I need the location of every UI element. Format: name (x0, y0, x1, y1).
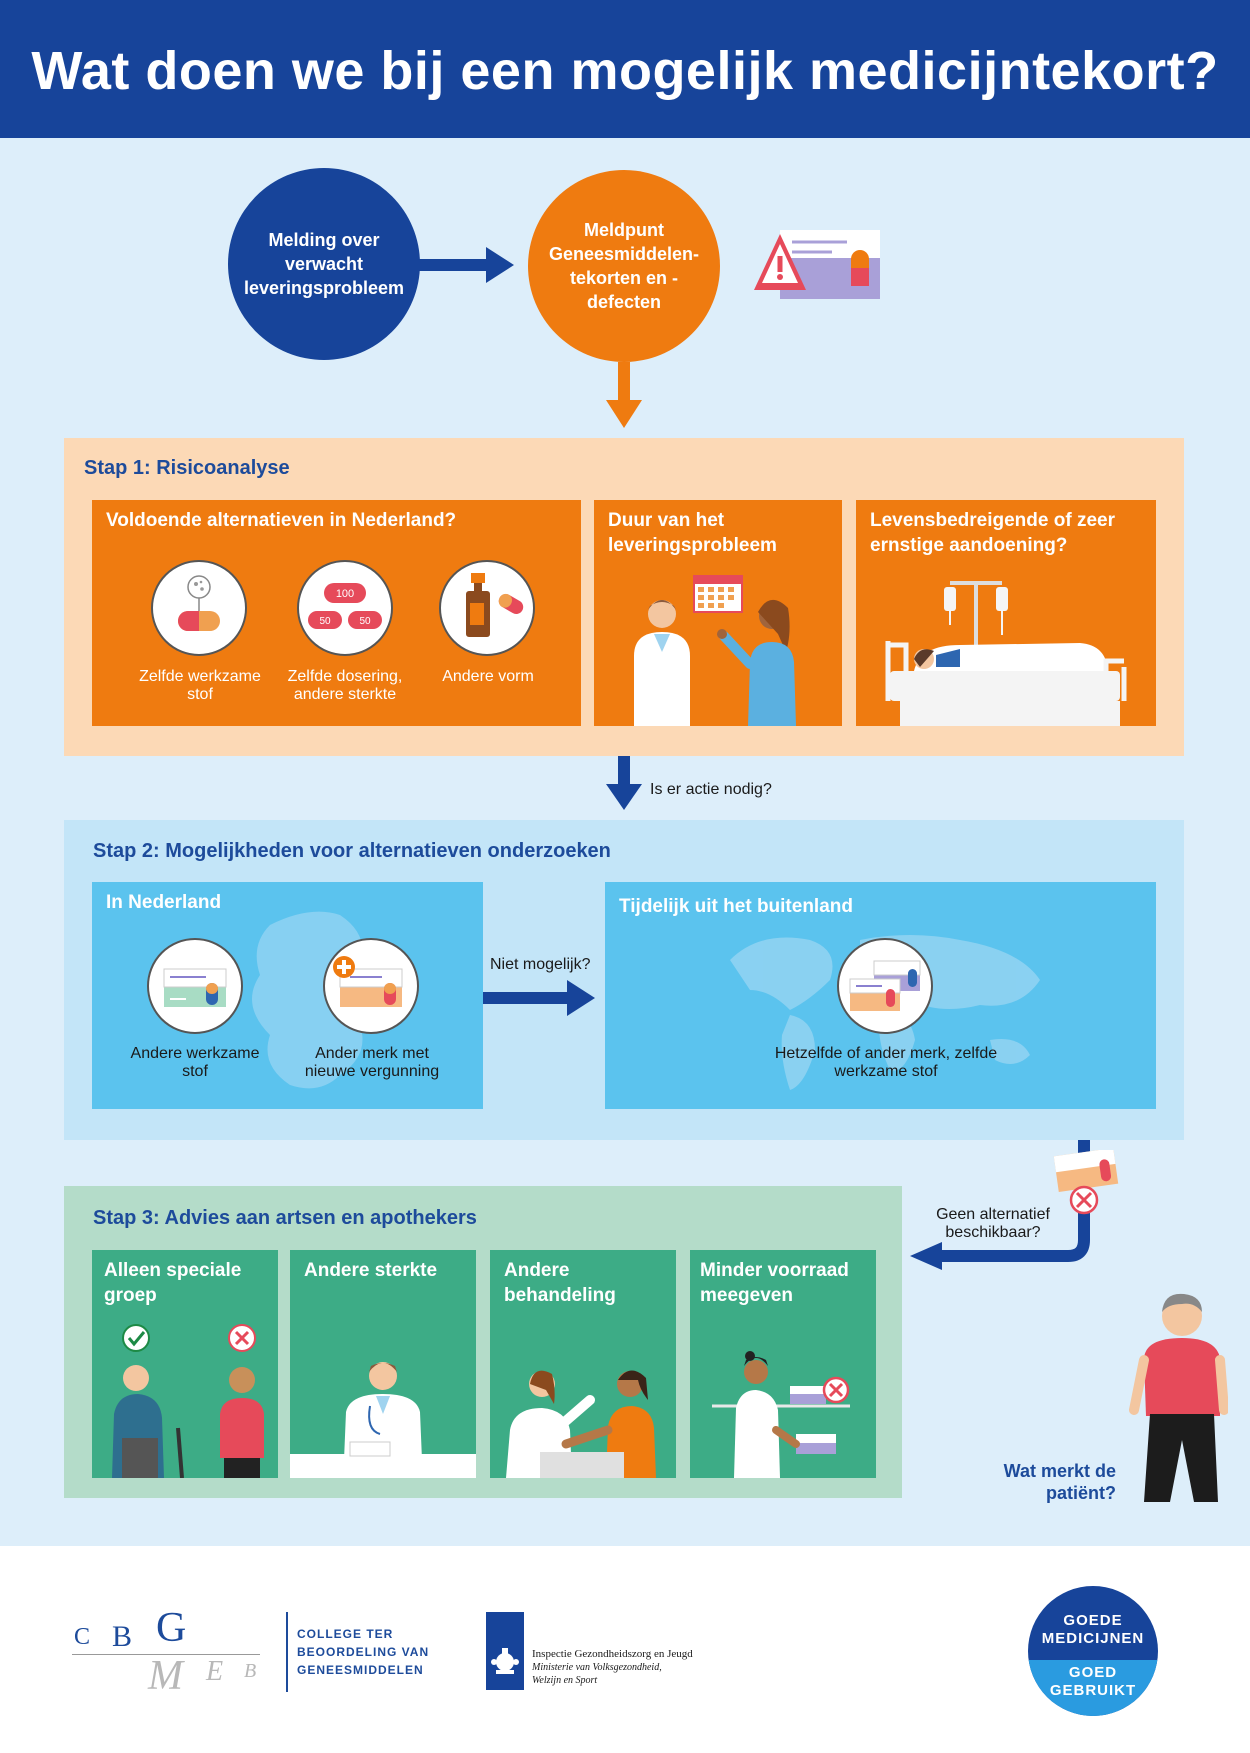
no-alternative-label: Geen alternatief beschikbaar? (936, 1206, 1050, 1241)
nurse-injection-icon (506, 1370, 656, 1478)
cbg-logo-rule (72, 1654, 260, 1655)
other-form-bottle-icon (439, 560, 535, 656)
elderly-and-young-person-icon (112, 1324, 264, 1478)
warning-medicine-card-icon (754, 230, 880, 299)
not-possible-label: Niet mogelijk? (490, 956, 591, 973)
abroad-title: Tijdelijk uit het buitenland (619, 896, 853, 917)
report-circle-text: Melding over verwacht leveringsprobleem (244, 230, 405, 298)
goede-medicijnen-badge[interactable]: GOEDE MEDICIJNEN GOED GEBRUIKT (1028, 1586, 1158, 1716)
rijksoverheid-emblem-icon (486, 1612, 524, 1690)
same-dose-label: Zelfde dosering, andere sterkte (287, 668, 403, 703)
header-bar (0, 0, 1250, 138)
other-treatment-title: Andere behandeling (504, 1260, 616, 1306)
flow-arrow-down-orange (606, 362, 642, 428)
less-stock-box (690, 1250, 876, 1478)
pill-label-50b: 50 (359, 616, 371, 627)
page-title: Wat doen we bij een mogelijk medicijntek… (31, 41, 1219, 101)
other-brand-label: Ander merk met nieuwe vergunning (304, 1045, 440, 1080)
abroad-caption: Hetzelfde of ander merk, zelfde werkzame… (774, 1045, 998, 1080)
step2-title: Stap 2: Mogelijkheden voor alternatieven… (93, 840, 611, 862)
meldpunt-circle: Meldpunt Geneesmiddelen-tekorten en -def… (528, 170, 720, 362)
cbg-divider (286, 1612, 288, 1692)
badge-line4: GEBRUIKT (1049, 1682, 1137, 1699)
same-substance-label: Zelfde werkzame stof (139, 668, 261, 703)
badge-bottom-half (1028, 1660, 1158, 1716)
severity-title: Levensbedreigende of zeer ernstige aando… (870, 510, 1115, 556)
other-brand-card-icon (323, 938, 419, 1034)
other-substance-card-icon (147, 938, 243, 1034)
badge-line1: GOEDE (1063, 1612, 1123, 1629)
duration-title: Duur van het leveringsprobleem (608, 510, 777, 556)
igj-name-line2: Ministerie van Volksgezondheid, (532, 1662, 662, 1673)
cbg-letter-g: G (156, 1605, 187, 1651)
cbg-letter-m: M (148, 1653, 183, 1699)
igj-name-line1: Inspectie Gezondheidszorg en Jeugd (532, 1648, 693, 1660)
arrow-right-abroad (483, 980, 595, 1016)
patient-question-label: Wat merkt de patiënt? (1003, 1461, 1116, 1503)
igj-name-line3: Welzijn en Sport (532, 1675, 598, 1686)
doctor-patient-calendar-icon (634, 575, 796, 726)
pill-label-100: 100 (336, 588, 354, 600)
cbg-letter-c: C (74, 1624, 91, 1650)
cbg-name-line1: COLLEGE TER (297, 1627, 394, 1641)
other-form-label: Andere vorm (442, 668, 534, 685)
flow-arrow-right (418, 247, 514, 283)
patient-figure-icon (1129, 1293, 1228, 1502)
cbg-letter-b: B (112, 1620, 133, 1653)
cbg-name-line3: GENEESMIDDELEN (297, 1663, 424, 1677)
action-needed-label: Is er actie nodig? (650, 781, 772, 798)
report-circle: Melding over verwacht leveringsprobleem (228, 168, 420, 360)
doctor-at-desk-icon (290, 1362, 476, 1478)
other-substance-label: Andere werkzame stof (130, 1045, 260, 1080)
cbg-name-line2: BEOORDELING VAN (297, 1645, 430, 1659)
cbg-letter-b2: B (244, 1660, 257, 1682)
step1-title: Stap 1: Risicoanalyse (84, 457, 290, 479)
step3-title: Stap 3: Advies aan artsen en apothekers (93, 1207, 477, 1229)
cbg-logo: C B G M E B (72, 1604, 272, 1699)
cbg-letter-e: E (206, 1656, 224, 1687)
cbg-name: COLLEGE TER BEOORDELING VAN GENEESMIDDEL… (297, 1625, 429, 1679)
less-stock-title: Minder voorraad meegeven (700, 1260, 849, 1306)
other-strength-title: Andere sterkte (304, 1260, 438, 1281)
special-group-title: Alleen speciale groep (104, 1260, 242, 1306)
same-substance-icon (151, 560, 247, 656)
meldpunt-circle-text: Meldpunt Geneesmiddelen-tekorten en -def… (548, 220, 700, 312)
foreign-cards-icon (837, 938, 933, 1034)
pill-label-50a: 50 (319, 616, 331, 627)
unavailable-card-icon (1053, 1150, 1119, 1215)
arrow-back-step3 (910, 1140, 1090, 1270)
alternatives-title: Voldoende alternatieven in Nederland? (106, 510, 457, 531)
arrow-down-step2 (606, 756, 642, 810)
netherlands-title: In Nederland (106, 892, 222, 913)
igj-name: Inspectie Gezondheidszorg en Jeugd Minis… (532, 1647, 693, 1687)
badge-line3: GOED (1068, 1664, 1118, 1681)
badge-line2: MEDICIJNEN (1041, 1630, 1145, 1647)
pharmacist-stock-icon (712, 1351, 850, 1478)
hospital-bed-icon (885, 581, 1127, 726)
same-dose-pills-icon: 100 50 50 (297, 560, 393, 656)
